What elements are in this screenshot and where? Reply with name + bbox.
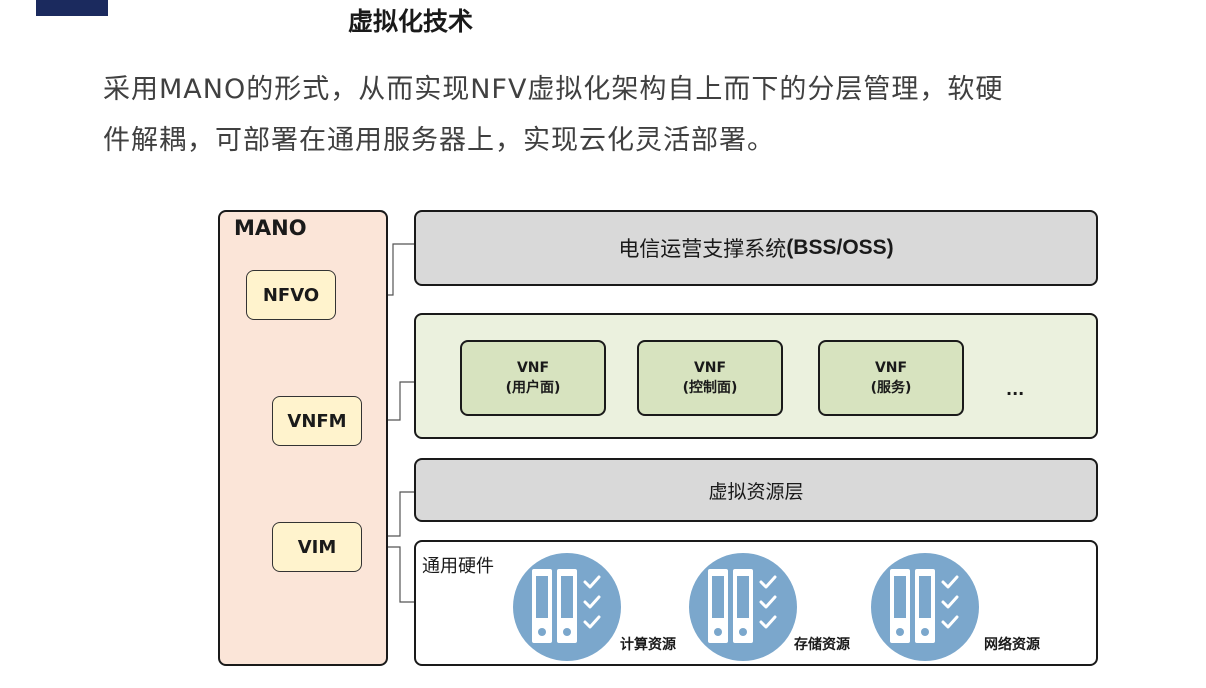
server-check-icon [513,553,621,661]
vim-box: VIM [272,522,362,572]
vnf-control-plane: VNF (控制面) [637,340,783,416]
server-check-icon [871,553,979,661]
intro-line-1: 采用MANO的形式，从而实现NFV虚拟化架构自上而下的分层管理，软硬 [103,74,1004,105]
nfvo-box: NFVO [246,270,336,320]
bss-label: 电信运营支撑系统 [618,237,787,261]
vnf-name: VNF [874,360,908,376]
server-check-icon [689,553,797,661]
vnf-desc: (服务) [870,380,912,396]
vnfm-box: VNFM [272,396,362,446]
storage-resource-label: 存储资源 [794,637,850,653]
vnf-name: VNF [516,360,550,376]
vnf-service: VNF (服务) [818,340,964,416]
virtual-resource-layer: 虚拟资源层 [414,458,1098,522]
network-resource-label: 网络资源 [984,637,1040,653]
page-title: 虚拟化技术 [348,7,474,36]
vnf-name: VNF [693,360,727,376]
bss-oss-layer: 电信运营支撑系统(BSS/OSS) [414,210,1098,286]
vnf-more: ... [1006,380,1025,399]
intro-text: 采用MANO的形式，从而实现NFV虚拟化架构自上而下的分层管理，软硬 件解耦，可… [103,64,1163,166]
hardware-title: 通用硬件 [422,556,494,577]
mano-title: MANO [234,216,307,240]
intro-line-2: 件解耦，可部署在通用服务器上，实现云化灵活部署。 [103,125,775,156]
header-accent-block [36,0,108,16]
bss-code: (BSS/OSS) [786,236,894,259]
compute-resource-label: 计算资源 [620,637,676,653]
vnf-user-plane: VNF (用户面) [460,340,606,416]
vnf-desc: (控制面) [682,380,738,396]
vnf-desc: (用户面) [505,380,561,396]
